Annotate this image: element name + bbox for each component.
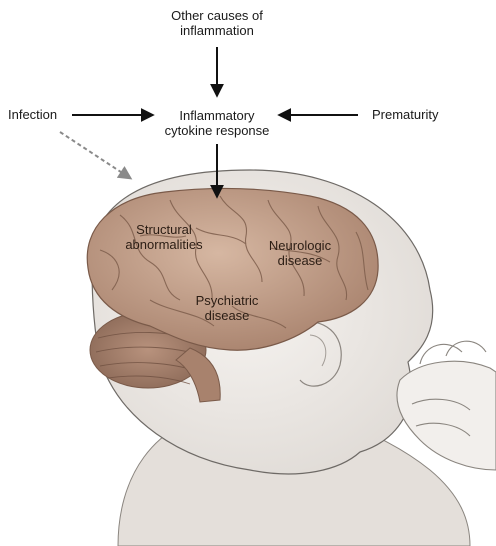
label-other-causes-line1: Other causes of bbox=[157, 8, 277, 23]
label-structural: Structural abnormalities bbox=[114, 222, 214, 252]
label-other-causes: Other causes of inflammation bbox=[157, 8, 277, 38]
label-neurologic-line1: Neurologic bbox=[252, 238, 348, 253]
label-other-causes-line2: inflammation bbox=[157, 23, 277, 38]
label-prematurity: Prematurity bbox=[372, 107, 438, 122]
baby-hand bbox=[397, 341, 496, 470]
label-neurologic-line2: disease bbox=[252, 253, 348, 268]
label-structural-line2: abnormalities bbox=[114, 237, 214, 252]
label-psychiatric-line2: disease bbox=[182, 308, 272, 323]
label-psychiatric-line1: Psychiatric bbox=[182, 293, 272, 308]
label-psychiatric: Psychiatric disease bbox=[182, 293, 272, 323]
label-neurologic: Neurologic disease bbox=[252, 238, 348, 268]
label-inflammatory-line1: Inflammatory bbox=[152, 108, 282, 123]
label-inflammatory-line2: cytokine response bbox=[152, 123, 282, 138]
arrow-infection-direct bbox=[60, 132, 130, 178]
label-infection: Infection bbox=[8, 107, 57, 122]
label-structural-line1: Structural bbox=[114, 222, 214, 237]
label-inflammatory: Inflammatory cytokine response bbox=[152, 108, 282, 138]
